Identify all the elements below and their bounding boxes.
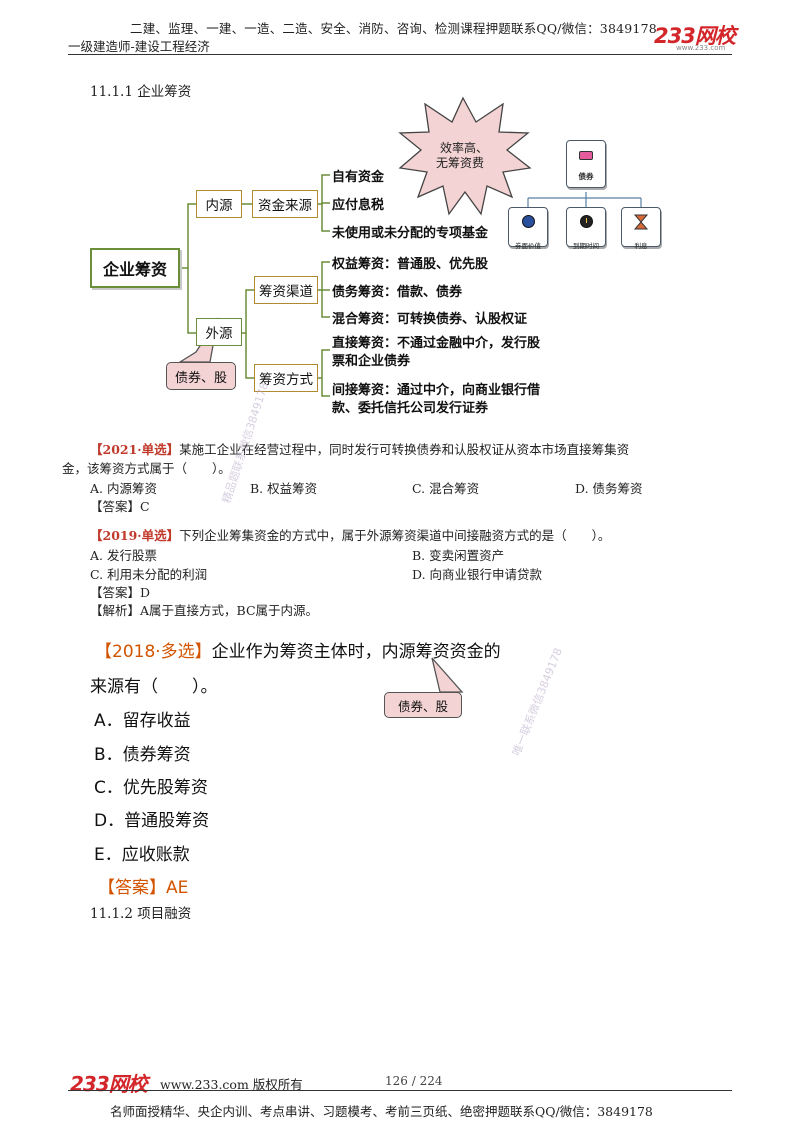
q2-analysis: 【解析】A属于直接方式，BC属于内源。	[90, 603, 319, 618]
q2-stem-text: 下列企业筹集资金的方式中，属于外源筹资渠道中间接融资方式的是（ ）。	[179, 528, 611, 543]
footer-contact-line: 名师面授精华、央企内训、考点串讲、习题模考、考前三页纸、绝密押题联系QQ/微信：…	[110, 1104, 653, 1119]
q2-tag: 【2019·单选】	[90, 528, 180, 543]
q2-answer: 【答案】D	[90, 585, 151, 600]
q3-option-e[interactable]: E．应收账款	[94, 845, 190, 865]
header-logo-url: www.233.com	[676, 44, 726, 52]
mindmap-inner-item: 自有资金	[332, 170, 385, 185]
q3-option-b[interactable]: B．债券筹资	[94, 745, 191, 765]
bond-title: 债券	[578, 172, 594, 181]
mindmap-channel-item: 债务筹资：借款、债券	[332, 285, 463, 300]
q1-option-c[interactable]: C. 混合筹资	[412, 481, 480, 496]
mindmap-inner-item: 应付息税	[332, 198, 385, 213]
bond-maturity-card	[566, 207, 606, 247]
bond-face-value-label: 券面价值	[515, 242, 541, 250]
mindmap-inner: 内源	[196, 190, 242, 218]
mindmap-method: 筹资方式	[254, 364, 318, 392]
starburst-shape	[398, 96, 532, 216]
q3-stem-line-2: 来源有（ ）。	[90, 677, 218, 697]
mindmap-outer: 外源	[196, 318, 242, 346]
q2-option-b[interactable]: B. 变卖闲置资产	[412, 548, 505, 563]
header-divider	[68, 54, 732, 55]
q3-stem: 企业作为筹资主体时，内源筹资资金的	[211, 642, 501, 662]
header-contact-line: 二建、监理、一建、一造、二造、安全、消防、咨询、检测课程押题联系QQ/微信：38…	[130, 21, 657, 36]
q3-stem-line-1: 【2018·多选】企业作为筹资主体时，内源筹资资金的	[95, 637, 501, 662]
starburst-text-2: 无筹资费	[436, 156, 485, 170]
mindmap-channel-item: 混合筹资：可转换债券、认股权证	[332, 312, 528, 327]
bond-maturity-label: 到期时间	[573, 242, 599, 250]
starburst-text-1: 效率高、	[440, 141, 489, 155]
footer-copyright: www.233.com 版权所有	[160, 1077, 303, 1092]
q2-option-c[interactable]: C. 利用未分配的利润	[90, 567, 208, 582]
q1-option-d[interactable]: D. 债务筹资	[575, 481, 643, 496]
bond-card: 债券	[566, 140, 606, 188]
mindmap-method-item: 间接筹资：通过中介，向商业银行借款、委托信托公司发行证券	[332, 383, 541, 416]
q2-option-d[interactable]: D. 向商业银行申请贷款	[412, 567, 543, 582]
q1-stem-line-1: 【2021·单选】某施工企业在经营过程中，同时发行可转换债券和认股权证从资本市场…	[90, 440, 740, 459]
q3-option-c[interactable]: C．优先股筹资	[94, 778, 208, 798]
q1-stem-line-2: 金，该筹资方式属于（ ）。	[62, 461, 231, 476]
bond-face-value-card	[508, 207, 548, 247]
coin-icon	[522, 215, 535, 228]
q2-option-a[interactable]: A. 发行股票	[90, 548, 157, 563]
mindmap-callout: 债券、股	[166, 362, 236, 390]
mindmap-channel-item: 权益筹资：普通股、优先股	[332, 257, 489, 272]
q1-option-b[interactable]: B. 权益筹资	[250, 481, 318, 496]
footer-logo[interactable]: 233网校	[70, 1072, 148, 1096]
section-title-2: 11.1.2 项目融资	[90, 906, 192, 922]
clock-icon	[580, 215, 593, 228]
q3-tag: 【2018·多选】	[95, 642, 212, 662]
mindmap-root: 企业筹资	[90, 248, 180, 288]
header-subtitle: 一级建造师-建设工程经济	[68, 39, 210, 54]
bond-interest-label: 利息	[634, 242, 648, 250]
q1-stem: 某施工企业在经营过程中，同时发行可转换债券和认股权证从资本市场直接筹集资	[179, 442, 630, 457]
mindmap-method-item: 直接筹资：不通过金融中介，发行股票和企业债券	[332, 336, 541, 369]
q1-tag: 【2021·单选】	[90, 442, 180, 457]
q1-answer: 【答案】C	[90, 499, 150, 514]
mindmap-inner-item: 未使用或未分配的专项基金	[332, 226, 489, 241]
bond-interest-card	[621, 207, 661, 247]
header-logo[interactable]: 233网校	[654, 24, 736, 48]
mindmap-channel: 筹资渠道	[254, 276, 318, 304]
watermark-2: 唯一联系微信3849178	[509, 646, 565, 758]
footer-divider	[68, 1090, 732, 1091]
hourglass-icon	[634, 214, 648, 230]
q3-option-a[interactable]: A．留存收益	[94, 711, 191, 731]
q3-option-d[interactable]: D．普通股筹资	[94, 811, 210, 831]
section-title-1: 11.1.1 企业筹资	[90, 84, 192, 100]
bond-icon	[579, 151, 593, 160]
q3-callout: 债券、股	[384, 692, 462, 718]
q1-option-a[interactable]: A. 内源筹资	[90, 481, 157, 496]
mindmap-inner-source: 资金来源	[252, 190, 318, 218]
q2-stem: 【2019·单选】下列企业筹集资金的方式中，属于外源筹资渠道中间接融资方式的是（…	[90, 526, 750, 545]
q3-answer: 【答案】AE	[98, 878, 189, 898]
footer-page-number: 126 / 224	[385, 1074, 443, 1088]
